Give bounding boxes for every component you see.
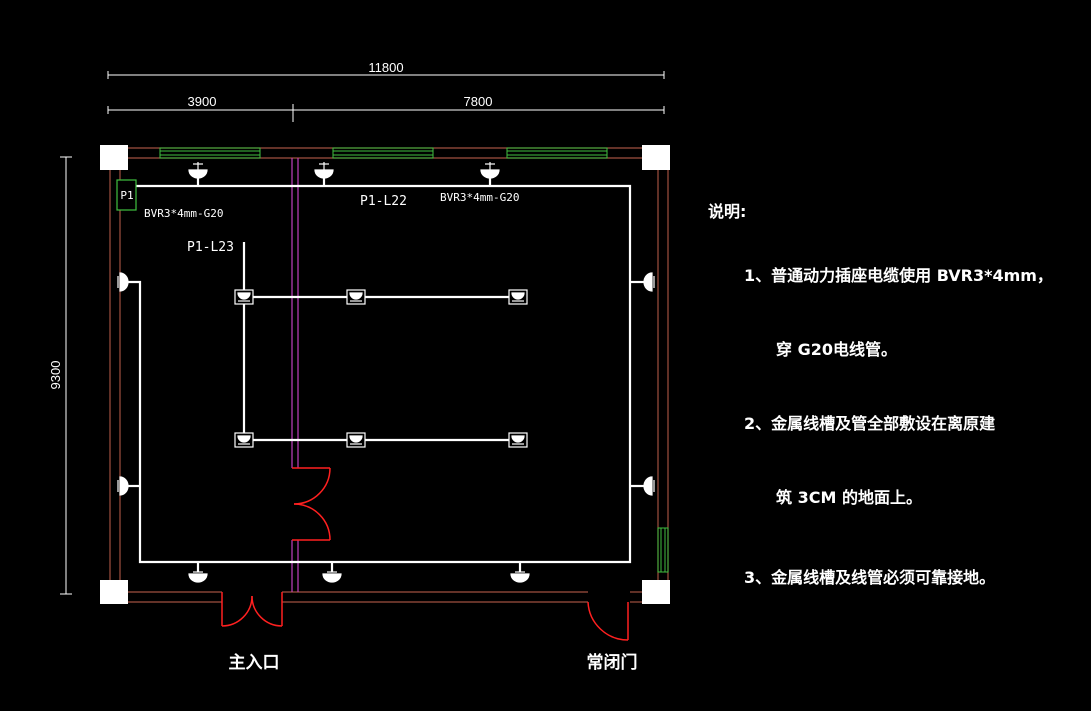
floor-socket-icon (508, 432, 528, 448)
circuit-l22-label: P1-L22 (360, 194, 407, 209)
floor-socket-icon (346, 432, 366, 448)
notes-panel: 说明: 1、普通动力插座电缆使用 BVR3*4mm， 穿 G20电线管。 2、金… (708, 198, 1091, 587)
panel-p1-label: P1 (120, 189, 133, 202)
dim-height: 9300 (48, 361, 63, 390)
cable-spec-top: BVR3*4mm-G20 (440, 191, 519, 204)
notes-line: 筑 3CM 的地面上。 (776, 488, 922, 507)
notes-line: 2、金属线槽及管全部敷设在离原建 (744, 414, 996, 433)
columns (100, 145, 670, 604)
dim-total-width: 11800 (368, 60, 403, 75)
wall-socket-icon (480, 162, 500, 179)
dim-left-width: 3900 (188, 94, 217, 109)
floor-sockets (234, 289, 528, 448)
main-entrance-label: 主入口 (229, 652, 280, 673)
wall-socket-icon (188, 571, 208, 583)
wall-socket-icon (322, 571, 342, 583)
wall-socket-icon (314, 162, 334, 179)
dimension-lines (60, 71, 665, 595)
windows (159, 147, 669, 573)
main-entrance-door (221, 592, 283, 627)
circuit-l23-label: P1-L23 (187, 240, 234, 255)
normally-closed-door (587, 601, 629, 641)
notes-line: 1、普通动力插座电缆使用 BVR3*4mm， (744, 266, 1053, 285)
wall-socket-icon (117, 272, 129, 292)
notes-line: 3、金属线槽及线管必须可靠接地。 (744, 568, 996, 587)
wall-socket-icon (117, 476, 129, 496)
metal-trunk (291, 158, 299, 592)
wall-socket-icon (510, 571, 530, 583)
floor-socket-icon (234, 289, 254, 305)
cable-runs (126, 178, 644, 572)
notes-line: 穿 G20电线管。 (776, 340, 897, 359)
wall-socket-icon (188, 162, 208, 179)
floor-socket-icon (234, 432, 254, 448)
normally-closed-label: 常闭门 (587, 652, 638, 673)
dim-right-width: 7800 (464, 94, 493, 109)
cable-spec-left: BVR3*4mm-G20 (144, 207, 223, 220)
interior-door (292, 467, 331, 541)
wall-socket-icon (643, 272, 655, 292)
panel-p1-box (116, 179, 137, 211)
notes-title: 说明: (708, 202, 747, 221)
floor-socket-icon (346, 289, 366, 305)
wall-socket-icon (643, 476, 655, 496)
floor-socket-icon (508, 289, 528, 305)
wall-sockets (117, 162, 655, 583)
